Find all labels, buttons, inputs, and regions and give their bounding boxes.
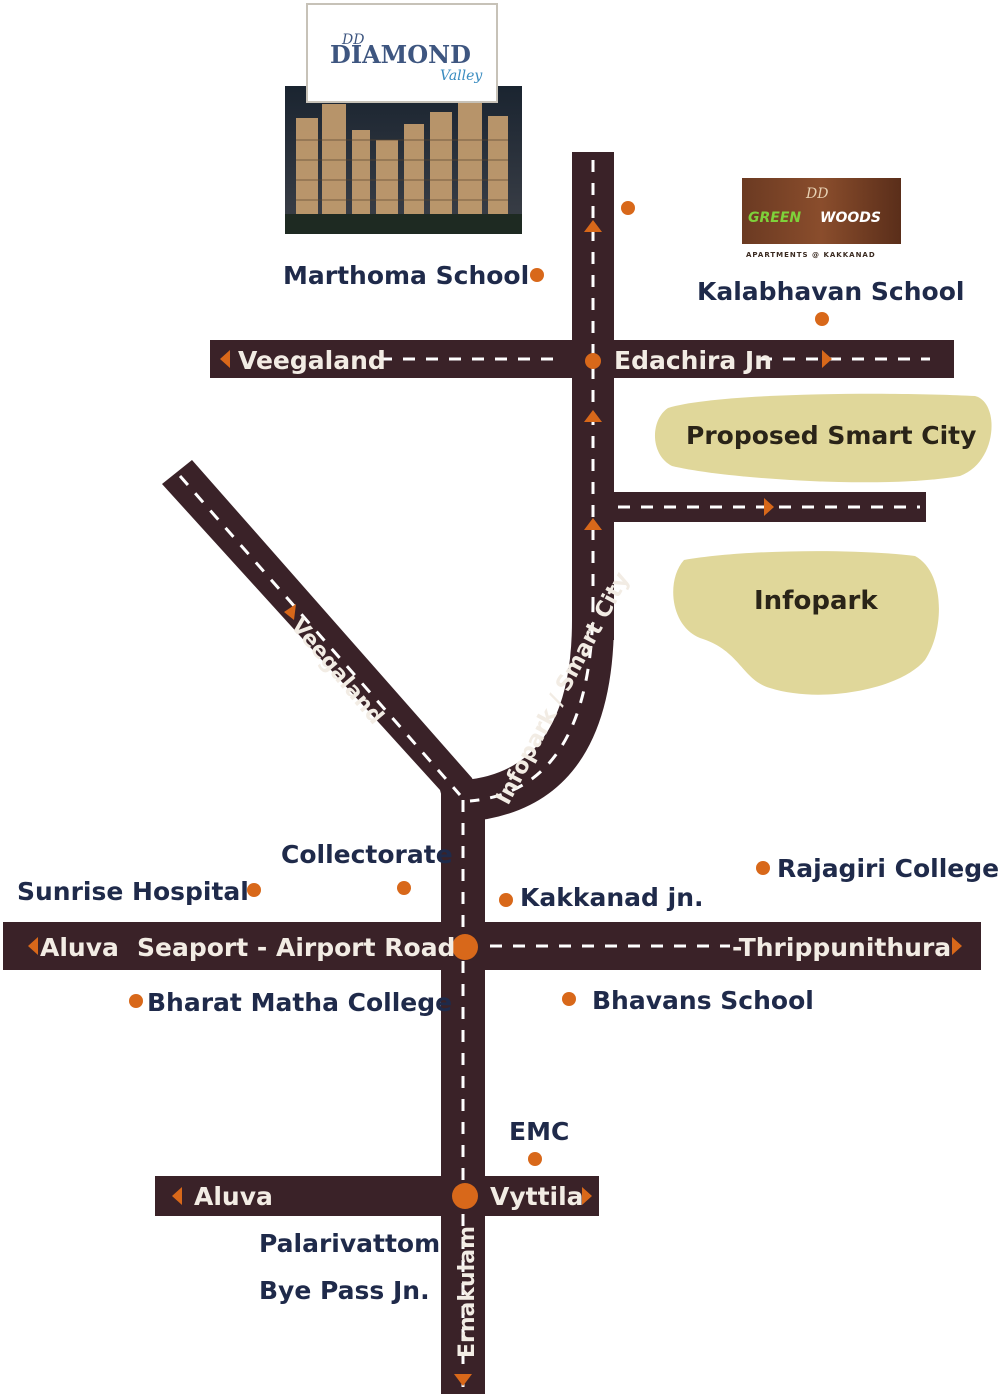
place-marker xyxy=(530,268,544,282)
direction-arrows xyxy=(28,220,962,1386)
arrow-left-icon xyxy=(220,350,230,368)
arrow-down-icon xyxy=(454,1374,472,1386)
place-label-kalabhavan-school: Kalabhavan School xyxy=(697,277,964,306)
place-marker xyxy=(528,1152,542,1166)
diamond-valley-photo xyxy=(285,86,522,234)
greenwoods-logo-green: GREEN xyxy=(748,210,801,226)
green-woods-logo: DD GREEN WOODS APARTMENTS @ KAKKANAD xyxy=(742,178,901,259)
edachira-junction-marker xyxy=(585,353,601,369)
arrow-up-icon xyxy=(584,410,602,422)
road-label-edachira: Edachira Jn xyxy=(614,346,772,375)
place-label-sunrise-hospital: Sunrise Hospital xyxy=(17,877,249,906)
arrow-up-icon xyxy=(584,220,602,232)
arrow-up-icon xyxy=(284,604,296,620)
arrow-up-icon xyxy=(584,518,602,530)
arrow-right-icon xyxy=(822,350,832,368)
greenwoods-logo-prefix: DD xyxy=(805,186,828,202)
area-label-infopark: Infopark xyxy=(754,586,878,616)
arrow-right-icon xyxy=(764,498,774,516)
road-label-aluva-lower: Aluva xyxy=(194,1182,273,1211)
place-label-bharat-matha-college: Bharat Matha College xyxy=(147,988,452,1017)
road-label-seaport-airport: Seaport - Airport Road xyxy=(137,933,455,962)
place-marker xyxy=(129,994,143,1008)
place-marker xyxy=(397,881,411,895)
place-marker xyxy=(562,992,576,1006)
proposed-smart-city-area xyxy=(654,393,992,483)
area-label-smart-city: Proposed Smart City xyxy=(686,421,976,450)
place-label-kakkanad-jn: Kakkanad jn. xyxy=(520,883,704,912)
road-label-ernakulam: Ernakulam xyxy=(455,1226,480,1358)
place-marker xyxy=(815,312,829,326)
place-label-palarivattom: Palarivattom xyxy=(259,1229,440,1258)
place-label-emc: EMC xyxy=(509,1117,569,1146)
place-label-collectorate: Collectorate xyxy=(281,840,453,869)
greenwoods-logo-sub: APARTMENTS @ KAKKANAD xyxy=(746,251,876,259)
road-label-veegaland-top: Veegaland xyxy=(238,346,386,375)
road-label-vyttila: Vyttila xyxy=(490,1182,584,1211)
arrow-right-icon xyxy=(582,1187,592,1205)
place-label-bhavans-school: Bhavans School xyxy=(592,986,814,1015)
place-markers xyxy=(129,201,829,1166)
road-vyttila-horizontal xyxy=(155,1176,599,1216)
place-label-rajagiri-college: Rajagiri College xyxy=(777,854,999,883)
palarivattom-junction-marker xyxy=(452,1183,478,1209)
arrow-right-icon xyxy=(952,937,962,955)
road-label-thrippunithura: -Thrippunithura xyxy=(732,933,951,962)
place-marker xyxy=(247,883,261,897)
diamond-valley-logo: DD DIAMOND Valley xyxy=(306,3,498,103)
arrow-left-icon xyxy=(28,937,38,955)
roads xyxy=(3,152,981,1394)
place-marker xyxy=(499,893,513,907)
diamond-logo-prefix: DD xyxy=(341,32,364,48)
place-marker xyxy=(756,861,770,875)
greenwoods-logo-woods: WOODS xyxy=(820,210,881,226)
place-marker xyxy=(621,201,635,215)
place-label-marthoma-school: Marthoma School xyxy=(283,261,529,290)
diamond-logo-sub: Valley xyxy=(440,68,483,84)
road-infopark-curve xyxy=(465,600,614,822)
arrow-left-icon xyxy=(172,1187,182,1205)
place-label-bye-pass-jn: Bye Pass Jn. xyxy=(259,1276,430,1305)
diamond-logo-main: DIAMOND xyxy=(330,40,471,69)
kakkanad-junction-marker xyxy=(452,934,478,960)
road-label-aluva-east: Aluva xyxy=(40,933,119,962)
infopark-area xyxy=(673,551,939,695)
